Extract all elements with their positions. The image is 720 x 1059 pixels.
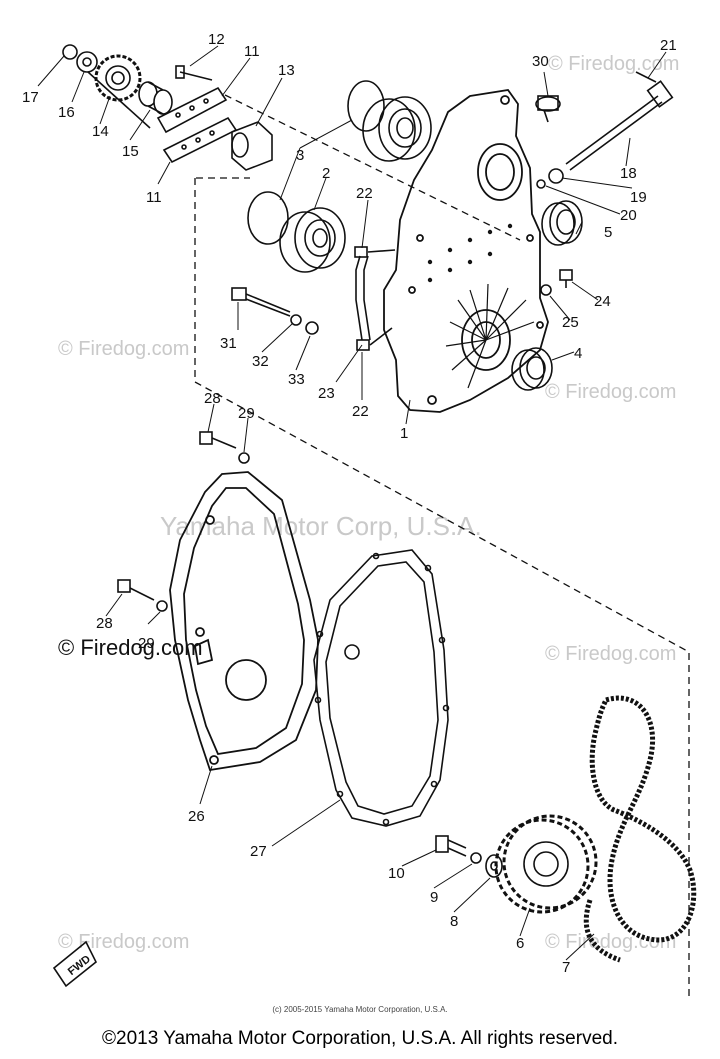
callout-2: 2 <box>322 165 330 182</box>
callout-13: 13 <box>278 62 295 79</box>
washer-16 <box>76 51 98 73</box>
callout-15: 15 <box>122 143 139 160</box>
callout-16: 16 <box>58 104 75 121</box>
callout-31: 31 <box>220 335 237 352</box>
bracket-plate-11-upper <box>156 86 228 134</box>
bolt-28-upper <box>199 431 237 449</box>
left-bolts <box>117 287 319 612</box>
long-bolt-18 <box>565 80 674 171</box>
callout-28-lower: 28 <box>96 615 113 632</box>
callout-7: 7 <box>562 959 570 976</box>
callout-26: 26 <box>188 808 205 825</box>
callout-25: 25 <box>562 314 579 331</box>
collar-15 <box>138 81 173 115</box>
bolt-24 <box>559 269 573 288</box>
washer-33 <box>305 321 319 335</box>
housing-bolt-holes <box>427 223 513 283</box>
bolt-10 <box>435 835 467 857</box>
callout-8: 8 <box>450 913 458 930</box>
oil-seal-4 <box>511 347 553 391</box>
callout-5: 5 <box>604 224 612 241</box>
right-side-hardware <box>511 71 674 391</box>
washer-29-upper <box>238 452 250 464</box>
clamp-22-lower <box>356 339 370 351</box>
callout-22-upper: 22 <box>356 185 373 202</box>
callout-27: 27 <box>250 843 267 860</box>
watermark-firedog-dark: © Firedog.com <box>58 635 203 660</box>
chaincase-cover-26 <box>169 471 319 772</box>
watermark-firedog-3: © Firedog.com <box>545 381 676 403</box>
bracket-plate-11-lower <box>162 116 238 164</box>
breather-tube-23 <box>354 246 396 351</box>
washer-19 <box>548 168 564 184</box>
callout-24: 24 <box>594 293 611 310</box>
callout-3: 3 <box>296 147 304 164</box>
callout-22-lower: 22 <box>352 403 369 420</box>
watermark-firedog-1: © Firedog.com <box>548 53 679 75</box>
watermark-center: Yamaha Motor Corp, U.S.A. <box>160 511 482 541</box>
gasket-27 <box>313 549 450 827</box>
callout-18: 18 <box>620 165 637 182</box>
sprocket-14 <box>94 54 142 102</box>
circlip-3-lower <box>247 191 289 245</box>
bearing-2-upper <box>362 96 432 162</box>
circlip-17 <box>62 44 78 60</box>
callout-29-lower: 29 <box>138 635 155 652</box>
plug-30 <box>535 95 561 123</box>
sprocket-6 <box>494 814 598 914</box>
bolt-12 <box>175 65 213 81</box>
callout-10: 10 <box>388 865 405 882</box>
chaincase-housing-1 <box>383 89 549 413</box>
callout-21: 21 <box>660 37 677 54</box>
footer-small-copyright: (c) 2005-2015 Yamaha Motor Corporation, … <box>272 1005 448 1014</box>
callout-23: 23 <box>318 385 335 402</box>
washer-32 <box>290 314 302 326</box>
callout-33: 33 <box>288 371 305 388</box>
clamp-22-upper <box>354 246 368 258</box>
spacer-8 <box>485 854 503 878</box>
bolt-28-lower <box>117 579 155 601</box>
callout-29-upper: 29 <box>238 405 255 422</box>
lower-drive-parts <box>435 695 697 963</box>
bearings-and-circlips <box>247 80 432 273</box>
bolt-31 <box>231 287 291 317</box>
callout-numbers: 1 2 3 4 5 6 7 8 9 10 11 11 12 13 14 15 1… <box>22 31 677 976</box>
oil-seal-5 <box>541 200 583 246</box>
drive-chain-7 <box>583 695 697 963</box>
watermarks: Yamaha Motor Corp, U.S.A. © Firedog.com … <box>58 53 679 953</box>
callout-12: 12 <box>208 31 225 48</box>
sprocket-shaft-group <box>62 44 273 171</box>
tensioner-block-13 <box>231 121 273 171</box>
callout-19: 19 <box>630 189 647 206</box>
watermark-firedog-2: © Firedog.com <box>58 338 189 360</box>
pin-21 <box>635 71 657 83</box>
callout-28-upper: 28 <box>204 390 221 407</box>
circlip-3-upper <box>347 80 385 132</box>
leader-lines <box>37 45 667 961</box>
callout-14: 14 <box>92 123 109 140</box>
callout-30: 30 <box>532 53 549 70</box>
footer-copyright: ©2013 Yamaha Motor Corporation, U.S.A. A… <box>102 1028 618 1049</box>
callout-11-upper: 11 <box>244 43 260 60</box>
callout-32: 32 <box>252 353 269 370</box>
bearing-2-lower <box>279 207 346 273</box>
washer-25 <box>540 284 552 296</box>
callout-4: 4 <box>574 345 582 362</box>
callout-6: 6 <box>516 935 524 952</box>
callout-11-lower: 11 <box>146 189 162 206</box>
callout-20: 20 <box>620 207 637 224</box>
washer-29-lower <box>156 600 168 612</box>
dashed-assembly-outline <box>194 94 690 1000</box>
callout-9: 9 <box>430 889 438 906</box>
callout-17: 17 <box>22 89 39 106</box>
washer-9 <box>470 852 482 864</box>
o-ring-20 <box>536 179 546 189</box>
watermark-firedog-4: © Firedog.com <box>545 643 676 665</box>
callout-1: 1 <box>400 425 408 442</box>
watermark-firedog-5: © Firedog.com <box>58 931 189 953</box>
